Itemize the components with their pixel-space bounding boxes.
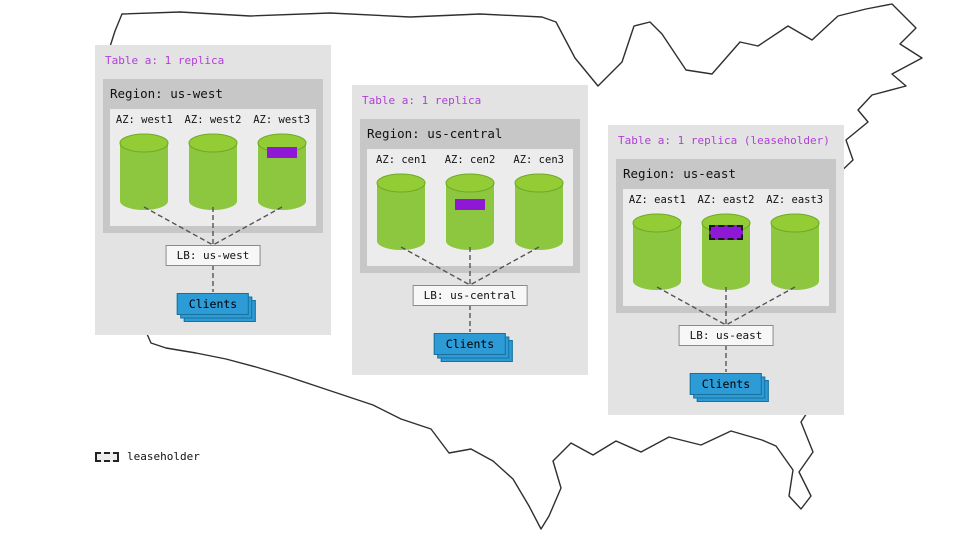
database-cylinder-icon [632,213,682,291]
database-cylinder-icon [514,173,564,251]
clients-box: Clients [433,333,514,362]
az-label: AZ: east2 [697,194,755,206]
legend: leaseholder [95,450,200,463]
table-replica-label: Table a: 1 replica [105,54,225,67]
region-box: Region: us-west AZ: west1 AZ: west2 [103,79,323,233]
region-panel-us-west: Table a: 1 replica Region: us-west AZ: w… [95,45,331,335]
replica-marker [455,199,485,210]
az-box: AZ: west1 AZ: west2 AZ: [110,109,316,226]
clients-label: Clients [689,373,763,395]
load-balancer-box: LB: us-west [165,245,261,266]
az-label: AZ: cen1 [376,154,427,166]
leaseholder-marker [709,225,743,240]
az-cell: AZ: east3 [760,189,829,306]
database-cylinder-icon [119,133,169,211]
az-cell: AZ: west2 [179,109,248,226]
az-label: AZ: west1 [115,114,173,126]
legend-label: leaseholder [127,450,200,463]
clients-box: Clients [176,293,257,322]
az-label: AZ: east3 [766,194,824,206]
database-cylinder-icon [257,133,307,211]
table-replica-label: Table a: 1 replica (leaseholder) [618,134,830,147]
region-panel-us-east: Table a: 1 replica (leaseholder) Region:… [608,125,844,415]
region-panel-us-central: Table a: 1 replica Region: us-central AZ… [352,85,588,375]
az-box: AZ: cen1 AZ: cen2 [367,149,573,266]
region-box: Region: us-east AZ: east1 AZ: east2 [616,159,836,313]
database-cylinder-icon [701,213,751,291]
replica-marker [266,147,297,158]
clients-label: Clients [176,293,250,315]
clients-label: Clients [433,333,507,355]
region-label: Region: us-central [367,126,503,141]
region-label: Region: us-east [623,166,736,181]
region-label: Region: us-west [110,86,223,101]
region-box: Region: us-central AZ: cen1 AZ: cen2 [360,119,580,273]
az-label: AZ: west2 [184,114,242,126]
clients-box: Clients [689,373,770,402]
az-box: AZ: east1 AZ: east2 [623,189,829,306]
database-cylinder-icon [376,173,426,251]
table-replica-label: Table a: 1 replica [362,94,482,107]
az-label: AZ: cen3 [513,154,564,166]
az-label: AZ: cen2 [444,154,496,166]
az-cell: AZ: east2 [692,189,761,306]
az-cell: AZ: cen1 [367,149,436,266]
database-cylinder-icon [445,173,495,251]
az-cell: AZ: west1 [110,109,179,226]
leaseholder-swatch-icon [95,451,119,462]
az-label: AZ: west3 [253,114,311,126]
az-cell: AZ: cen2 [436,149,505,266]
database-cylinder-icon [770,213,820,291]
az-cell: AZ: east1 [623,189,692,306]
az-cell: AZ: west3 [247,109,316,226]
az-label: AZ: east1 [628,194,686,206]
database-cylinder-icon [188,133,238,211]
az-cell: AZ: cen3 [504,149,573,266]
load-balancer-box: LB: us-east [678,325,774,346]
load-balancer-box: LB: us-central [412,285,528,306]
